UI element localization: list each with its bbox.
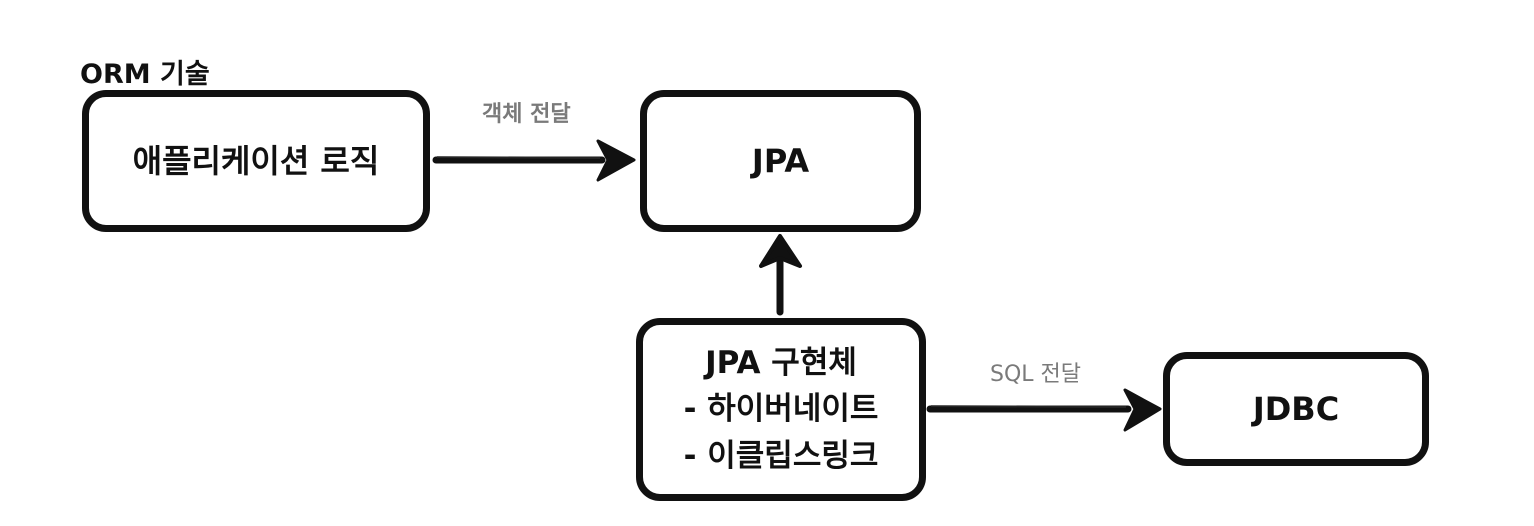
impl-line-hibernate: - 하이버네이트 — [683, 391, 879, 428]
impl-line-title: JPA 구현체 — [705, 344, 857, 381]
impl-line-eclipselink: - 이클립스링크 — [683, 437, 879, 474]
arrowhead-app-to-jpa — [596, 139, 636, 182]
arrowhead-impl-to-jpa — [759, 234, 802, 268]
edge-label-sql-pass: SQL 전달 — [990, 362, 1082, 387]
jdbc-node: JDBC — [1163, 352, 1429, 466]
jpa-node: JPA — [640, 90, 921, 232]
jpa-implementation-node: JPA 구현체 - 하이버네이트 - 이클립스링크 — [636, 318, 926, 501]
diagram-title: ORM 기술 — [80, 59, 210, 90]
arrow-impl-to-jpa — [759, 234, 802, 316]
arrow-app-to-jpa — [432, 139, 636, 182]
arrow-impl-to-jdbc — [926, 388, 1162, 432]
app-logic-node: 애플리케이션 로직 — [82, 90, 430, 232]
app-logic-label: 애플리케이션 로직 — [132, 141, 380, 180]
jpa-label: JPA — [751, 141, 810, 180]
arrowhead-impl-to-jdbc — [1123, 388, 1162, 432]
edge-label-object-pass: 객체 전달 — [482, 102, 571, 127]
jdbc-label: JDBC — [1252, 389, 1340, 428]
jpa-implementation-text: JPA 구현체 - 하이버네이트 - 이클립스링크 — [684, 340, 879, 480]
